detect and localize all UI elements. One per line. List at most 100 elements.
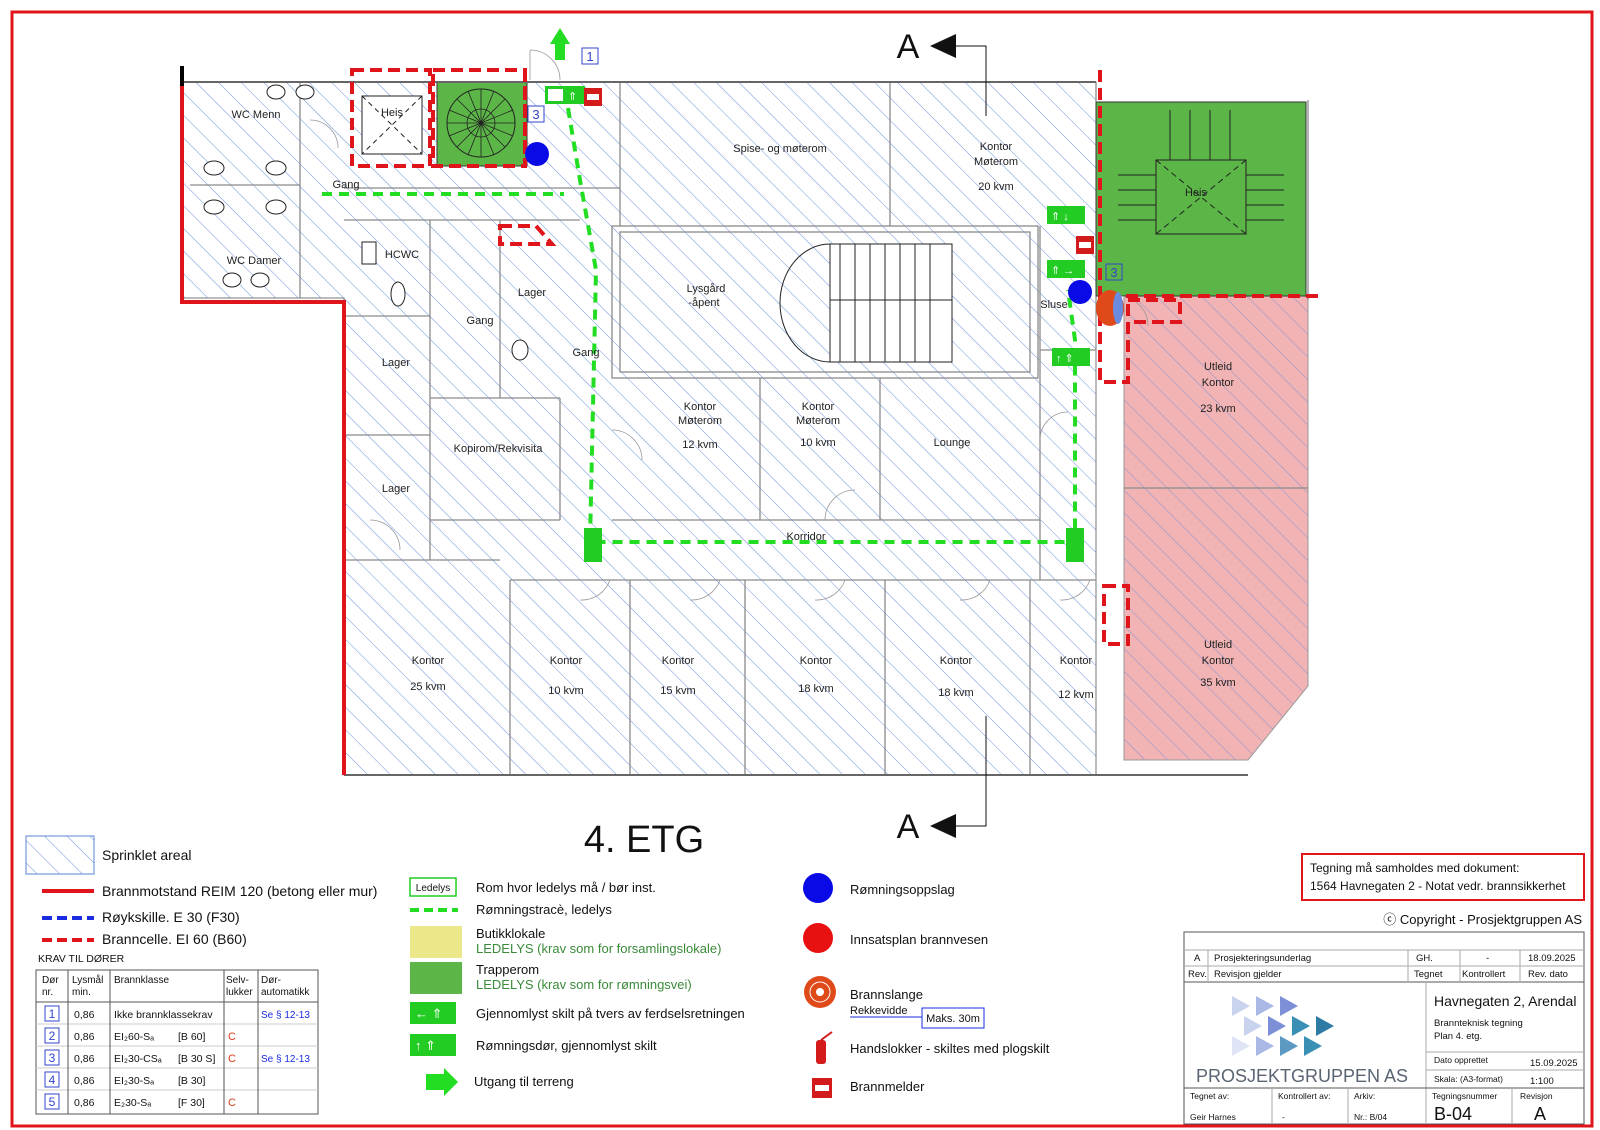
door-self-closer: C xyxy=(228,1097,236,1109)
legend-label: Rekkevidde xyxy=(850,1005,907,1017)
room-label: Kontor xyxy=(1202,377,1235,389)
svg-text:15.09.2025: 15.09.2025 xyxy=(1530,1058,1578,1069)
room-label: 23 kvm xyxy=(1200,403,1235,415)
room-label: 35 kvm xyxy=(1200,677,1235,689)
svg-text:Tegningsnummer: Tegningsnummer xyxy=(1432,1091,1497,1101)
room-label: Kontor xyxy=(980,141,1013,153)
legend-label: Maks. 30m xyxy=(926,1013,980,1025)
room-label: -åpent xyxy=(688,297,719,309)
transverse-sign-icon: ← ⇑ xyxy=(410,1002,456,1024)
svg-text:Tegnet: Tegnet xyxy=(1414,969,1443,980)
copyright: ⓒ Copyright - Prosjektgruppen AS xyxy=(1383,912,1582,927)
legend-label: Rømningstracè, ledelys xyxy=(476,902,612,917)
legend-label: Branncelle. EI 60 (B60) xyxy=(102,931,247,947)
svg-text:1:100: 1:100 xyxy=(1530,1076,1554,1087)
svg-text:Dør: Dør xyxy=(42,975,59,986)
room-label: Korridor xyxy=(786,531,825,543)
stair-number-box-right xyxy=(1105,263,1123,281)
stair-number-left: 3 xyxy=(532,107,539,122)
svg-text:Dør-: Dør- xyxy=(261,975,281,986)
door-class: Ikke brannklassekrav xyxy=(114,1009,213,1021)
room-label: 18 kvm xyxy=(798,683,833,695)
door-class: E₂30-Sₐ xyxy=(114,1097,151,1109)
room-label: Møterom xyxy=(796,415,840,427)
exit-to-ground-icon xyxy=(426,1068,458,1096)
legend-label: Brannmotstand REIM 120 (betong eller mur… xyxy=(102,883,377,899)
svg-text:Havnegaten 2, Arendal: Havnegaten 2, Arendal xyxy=(1434,993,1576,1009)
fire-hose-reel xyxy=(1096,290,1124,326)
svg-text:Brannklasse: Brannklasse xyxy=(114,975,169,986)
door-automation: Se § 12-13 xyxy=(261,1010,310,1021)
door-number-box xyxy=(44,1093,60,1110)
room-label: Utleid xyxy=(1204,361,1232,373)
stair-shaft-detail xyxy=(1118,110,1284,235)
door-number-box xyxy=(44,1027,60,1044)
door-number: 1 xyxy=(49,1007,56,1021)
svg-text:Prosjekteringsunderlag: Prosjekteringsunderlag xyxy=(1214,953,1311,964)
room-label: Kontor xyxy=(800,655,833,667)
room-label: Lager xyxy=(382,357,410,369)
svg-text:Arkiv:: Arkiv: xyxy=(1354,1091,1375,1101)
svg-text:Revisjon gjelder: Revisjon gjelder xyxy=(1214,969,1282,980)
svg-text:Brannteknisk tegning: Brannteknisk tegning xyxy=(1434,1018,1523,1029)
room-label: Spise- og møterom xyxy=(733,143,827,155)
legend-label: Gjennomlyst skilt på tvers av ferdselsre… xyxy=(476,1006,745,1021)
door-self-closer: C xyxy=(228,1053,236,1065)
door-class: EI₂30-CSₐ xyxy=(114,1053,162,1065)
svg-text:A: A xyxy=(1194,953,1201,964)
svg-text:A: A xyxy=(897,808,920,846)
svg-text:Rev. dato: Rev. dato xyxy=(1528,969,1568,980)
stair-number-box-left xyxy=(527,105,545,123)
legend-label: Trapperom xyxy=(476,962,539,977)
svg-text:min.: min. xyxy=(72,987,91,998)
section-marker-bottom: A xyxy=(897,716,987,846)
room-label: Kontor xyxy=(1060,655,1093,667)
floor-title: 4. ETG xyxy=(584,819,704,861)
door-number-box xyxy=(44,1049,60,1066)
svg-text:Selv-: Selv- xyxy=(226,975,249,986)
room-label: Sluse xyxy=(1040,299,1068,311)
room-label: Kontor xyxy=(412,655,445,667)
svg-text:Tegning må samholdes med dokum: Tegning må samholdes med dokument: xyxy=(1310,861,1519,875)
room-label: Kontor xyxy=(550,655,583,667)
legend-label: Rømningsoppslag xyxy=(850,882,955,897)
door-number: 5 xyxy=(49,1095,56,1109)
legend-label: Sprinklet areal xyxy=(102,847,192,863)
room-label: 12 kvm xyxy=(682,439,717,451)
interior-walls xyxy=(190,82,1309,775)
room-label: WC Menn xyxy=(232,109,281,121)
wc-fixtures xyxy=(203,84,529,361)
room-label: 18 kvm xyxy=(938,687,973,699)
room-label: Lager xyxy=(518,287,546,299)
company-logo-icon xyxy=(1232,996,1334,1056)
svg-text:lukker: lukker xyxy=(226,987,253,998)
escape-route xyxy=(322,107,1077,544)
escape-door-sign-icon: ↑ ⇑ xyxy=(410,1034,456,1056)
fire-alarm-icon xyxy=(584,88,602,106)
escape-plan-marker xyxy=(1068,280,1092,304)
legend-label: Butikklokale xyxy=(476,926,545,941)
room-label: Kontor xyxy=(662,655,695,667)
door-number: 3 xyxy=(49,1051,56,1065)
svg-text:GH.: GH. xyxy=(1416,953,1433,964)
svg-text:⇑ →: ⇑ → xyxy=(1051,265,1074,277)
door-min-width: 0,86 xyxy=(74,1097,95,1109)
door-min-width: 0,86 xyxy=(74,1053,95,1065)
fire-walls-reim120 xyxy=(180,70,346,775)
door-swings xyxy=(309,49,1149,601)
svg-text:Skala: (A3-format): Skala: (A3-format) xyxy=(1434,1074,1503,1084)
legend-label: Brannslange xyxy=(850,987,923,1002)
door-min-width: 0,86 xyxy=(74,1075,95,1087)
room-label: Kontor xyxy=(1202,655,1235,667)
room-labels: WC Menn WC Damer Heis Gang HCWC Lager Ga… xyxy=(227,107,1236,701)
exit-number: 1 xyxy=(586,49,593,64)
room-label: WC Damer xyxy=(227,255,282,267)
fire-alarm-legend-icon xyxy=(812,1078,832,1098)
room-label: 10 kvm xyxy=(800,437,835,449)
ledelys-box-label: Ledelys xyxy=(416,883,450,894)
door-class: EI₂30-Sₐ xyxy=(114,1075,154,1087)
svg-text:⇑: ⇑ xyxy=(568,91,577,103)
room-label: Heis xyxy=(1185,187,1208,199)
svg-text:Tegnet av:: Tegnet av: xyxy=(1190,1091,1229,1101)
